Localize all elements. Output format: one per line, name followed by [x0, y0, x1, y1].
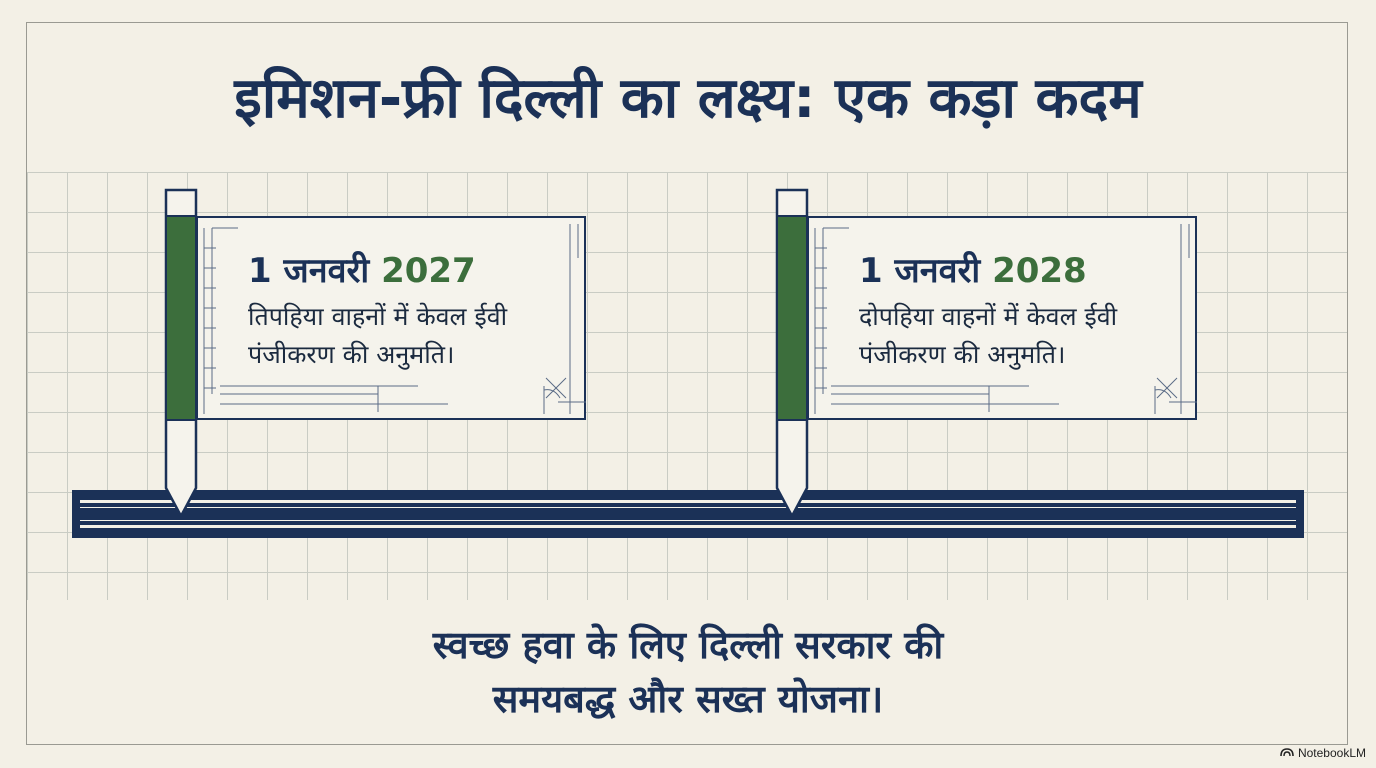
milestone-year: 2027	[381, 251, 476, 291]
footer-line-1: स्वच्छ हवा के लिए दिल्ली सरकार की	[432, 623, 944, 667]
milestone-date: 1 जनवरी 2028	[859, 246, 1087, 292]
footer-line-2: समयबद्ध और सख्त योजना।	[492, 677, 884, 721]
blueprint-sketch-lines	[814, 224, 1197, 414]
blueprint-sketch-lines	[203, 224, 586, 414]
timeline-rail-slot	[80, 507, 1296, 521]
outer-frame	[26, 22, 1348, 745]
milestone-card-2027: 1 जनवरी 2027 तिपहिया वाहनों में केवल ईवी…	[196, 216, 586, 420]
milestone-description: दोपहिया वाहनों में केवल ईवी पंजीकरण की अ…	[859, 302, 1118, 369]
footer-caption: स्वच्छ हवा के लिए दिल्ली सरकार की समयबद्…	[0, 618, 1376, 726]
milestone-description: तिपहिया वाहनों में केवल ईवी पंजीकरण की अ…	[248, 302, 508, 369]
milestone-card-2028: 1 जनवरी 2028 दोपहिया वाहनों में केवल ईवी…	[807, 216, 1197, 420]
brand-watermark: NotebookLM	[1280, 746, 1366, 760]
brand-name: NotebookLM	[1297, 746, 1366, 760]
milestone-post-2028	[775, 188, 809, 520]
milestone-year: 2028	[992, 251, 1087, 291]
milestone-date: 1 जनवरी 2027	[248, 246, 476, 292]
milestone-post-2027	[164, 188, 198, 520]
milestone-date-prefix: 1 जनवरी	[248, 251, 370, 291]
notebooklm-logo-icon	[1280, 746, 1294, 760]
page-title: इमिशन-फ्री दिल्ली का लक्ष्य: एक कड़ा कदम	[234, 66, 1142, 131]
milestone-date-prefix: 1 जनवरी	[859, 251, 981, 291]
